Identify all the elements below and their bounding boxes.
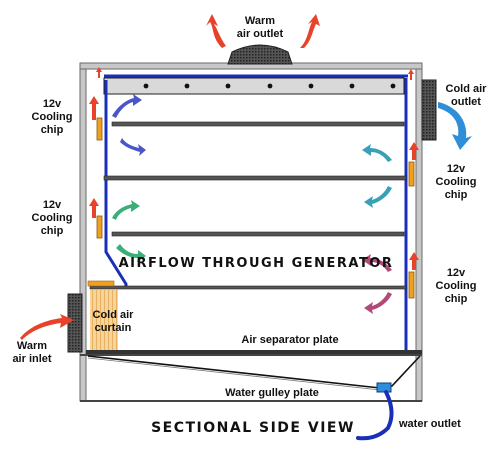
label-chip-right-top-2: Cooling: [436, 176, 477, 188]
inlet-vent-icon: [67, 293, 83, 353]
label-water-outlet: water outlet: [398, 418, 461, 430]
label-warm-air-outlet-1: Warm: [245, 15, 275, 27]
fan-vent-icon: [227, 44, 293, 65]
label-chip-right-bottom-1: 12v: [447, 267, 466, 279]
sectional-side-view-title: SECTIONAL SIDE VIEW: [151, 420, 355, 436]
top-header-bar: [103, 77, 405, 95]
label-warm-air-outlet-2: air outlet: [237, 28, 284, 40]
label-cold-air-outlet-2: outlet: [451, 96, 481, 108]
label-chip-left-top-1: 12v: [43, 98, 62, 110]
label-chip-right-bottom-2: Cooling: [436, 280, 477, 292]
label-chip-left-top-3: chip: [41, 124, 64, 136]
inner-blue-frame: [104, 74, 408, 352]
label-cold-air-curtain-2: curtain: [95, 322, 132, 334]
outlet-vent-icon: [421, 79, 437, 141]
label-chip-left-mid-3: chip: [41, 225, 64, 237]
label-air-separator-plate: Air separator plate: [241, 334, 338, 346]
label-chip-right-top-3: chip: [445, 189, 468, 201]
label-chip-right-top-1: 12v: [447, 163, 466, 175]
water-drain-fitting-icon: [356, 382, 394, 441]
label-warm-air-inlet-2: air inlet: [12, 353, 51, 365]
cooling-chip-icon: [96, 117, 415, 299]
airflow-arrow-icon: [112, 94, 392, 314]
cold-air-arrow-icon: [438, 102, 472, 150]
cold-air-curtain: [87, 280, 118, 350]
airflow-title: AIRFLOW THROUGH GENERATOR: [119, 256, 394, 271]
label-water-gulley-plate: Water gulley plate: [225, 387, 319, 399]
label-cold-air-curtain-1: Cold air: [93, 309, 135, 321]
warm-air-arrows: [20, 14, 419, 340]
label-warm-air-inlet-1: Warm: [17, 340, 47, 352]
label-chip-left-mid-1: 12v: [43, 199, 62, 211]
labels: Warm air outlet Cold air outlet 12v Cool…: [12, 15, 487, 436]
label-chip-left-top-2: Cooling: [32, 111, 73, 123]
water-gulley-plate: [87, 355, 421, 391]
label-chip-right-bottom-3: chip: [445, 293, 468, 305]
label-cold-air-outlet-1: Cold air: [446, 83, 488, 95]
internal-plates: [86, 121, 422, 354]
label-chip-left-mid-2: Cooling: [32, 212, 73, 224]
